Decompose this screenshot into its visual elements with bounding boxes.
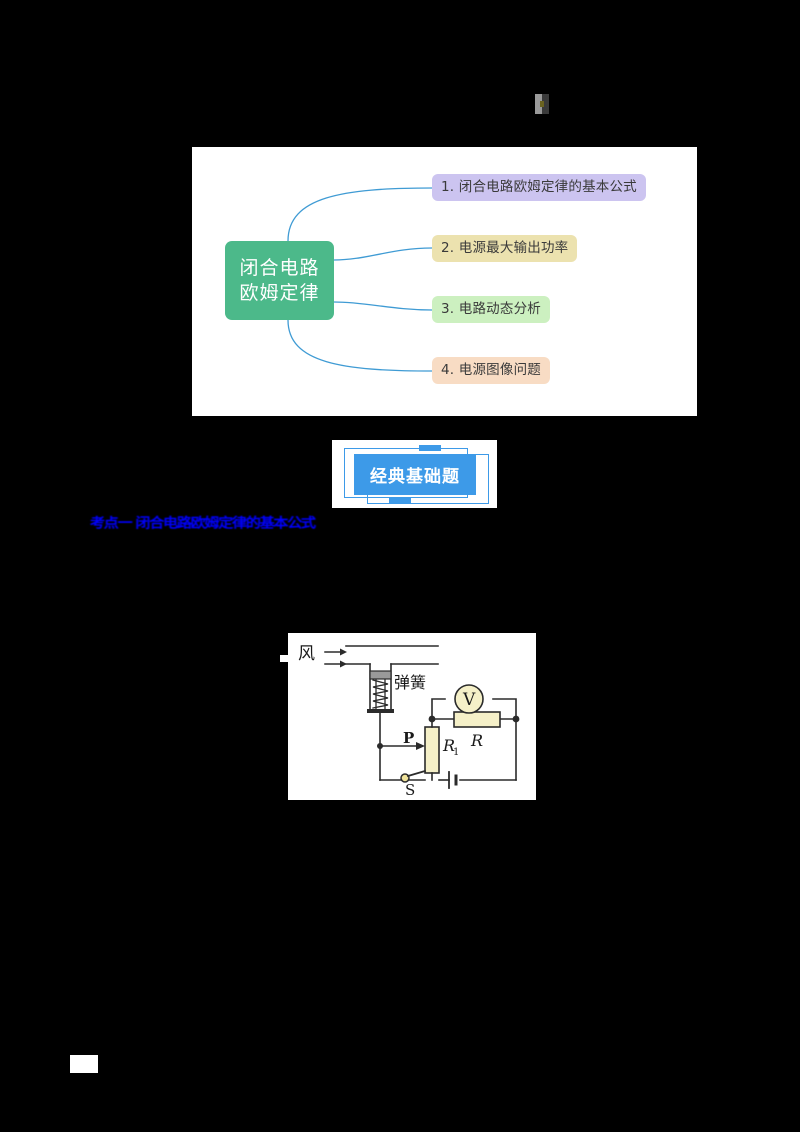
label-wind: 风 — [298, 644, 315, 664]
label-resistor-R: R — [470, 731, 483, 750]
mindmap-branch-3-label: 3. 电路动态分析 — [441, 300, 541, 317]
top-page-artifact — [535, 94, 549, 114]
banner-tick-top — [419, 445, 441, 451]
battery-symbol — [448, 771, 458, 789]
mindmap-center-node[interactable]: 闭合电路 欧姆定律 — [225, 241, 334, 320]
section-banner-label: 经典基础题 — [370, 467, 460, 487]
label-spring: 弹簧 — [394, 673, 426, 692]
mindmap-branch-4[interactable]: 4. 电源图像问题 — [432, 357, 550, 384]
piston — [369, 670, 392, 680]
voltmeter-circle — [454, 684, 484, 714]
page-number-box — [70, 1055, 98, 1073]
connector-to-branch-1 — [287, 187, 433, 242]
label-rheostat-subscript: 1 — [453, 747, 459, 758]
cylinder-base — [367, 709, 394, 713]
wind-arrows — [324, 648, 347, 668]
switch-S — [400, 769, 427, 783]
voltmeter-left-wire — [431, 698, 446, 720]
circuit-diagram: 风 弹簧 V R R 1 P S — [298, 644, 520, 799]
spring-coil — [372, 679, 389, 710]
section-banner: 经典基础题 — [354, 454, 476, 495]
circuit-diagram-panel: 风 弹簧 V R R 1 P S — [280, 633, 536, 800]
banner-tick-bottom — [389, 497, 411, 503]
section-heading: 考点一 闭合电路欧姆定律的基本公式 — [90, 512, 316, 532]
label-slider-P: P — [403, 729, 414, 747]
circuit-left-nub — [280, 655, 290, 662]
mindmap-branch-1[interactable]: 1. 闭合电路欧姆定律的基本公式 — [432, 174, 646, 201]
voltmeter-right-wire — [492, 698, 517, 720]
mindmap-center-line-1: 闭合电路 — [239, 257, 320, 280]
mindmap-panel: 闭合电路 欧姆定律 1. 闭合电路欧姆定律的基本公式 2. 电源最大输出功率 3… — [192, 147, 697, 416]
connector-to-branch-4 — [287, 319, 433, 372]
section-heading-text: 考点一 闭合电路欧姆定律的基本公式 — [90, 514, 316, 531]
mindmap-center-line-2: 欧姆定律 — [239, 281, 320, 304]
resistor-R — [453, 711, 501, 728]
junction-left — [377, 743, 383, 749]
label-voltmeter: V — [462, 690, 476, 710]
mindmap-branch-4-label: 4. 电源图像问题 — [441, 361, 541, 378]
connector-to-branch-3 — [333, 301, 433, 311]
connector-to-branch-2 — [333, 247, 433, 261]
mindmap-branch-1-label: 1. 闭合电路欧姆定律的基本公式 — [441, 178, 637, 195]
slider-arrow — [416, 742, 425, 750]
mindmap-connectors — [287, 187, 433, 372]
mindmap-branch-3[interactable]: 3. 电路动态分析 — [432, 296, 550, 323]
label-switch-S: S — [405, 781, 415, 799]
rheostat-body — [424, 726, 440, 774]
label-rheostat-R1: R — [442, 736, 455, 755]
mindmap-branch-2-label: 2. 电源最大输出功率 — [441, 239, 569, 256]
mindmap-branch-2[interactable]: 2. 电源最大输出功率 — [432, 235, 578, 262]
section-banner-panel: 经典基础题 — [332, 440, 497, 508]
